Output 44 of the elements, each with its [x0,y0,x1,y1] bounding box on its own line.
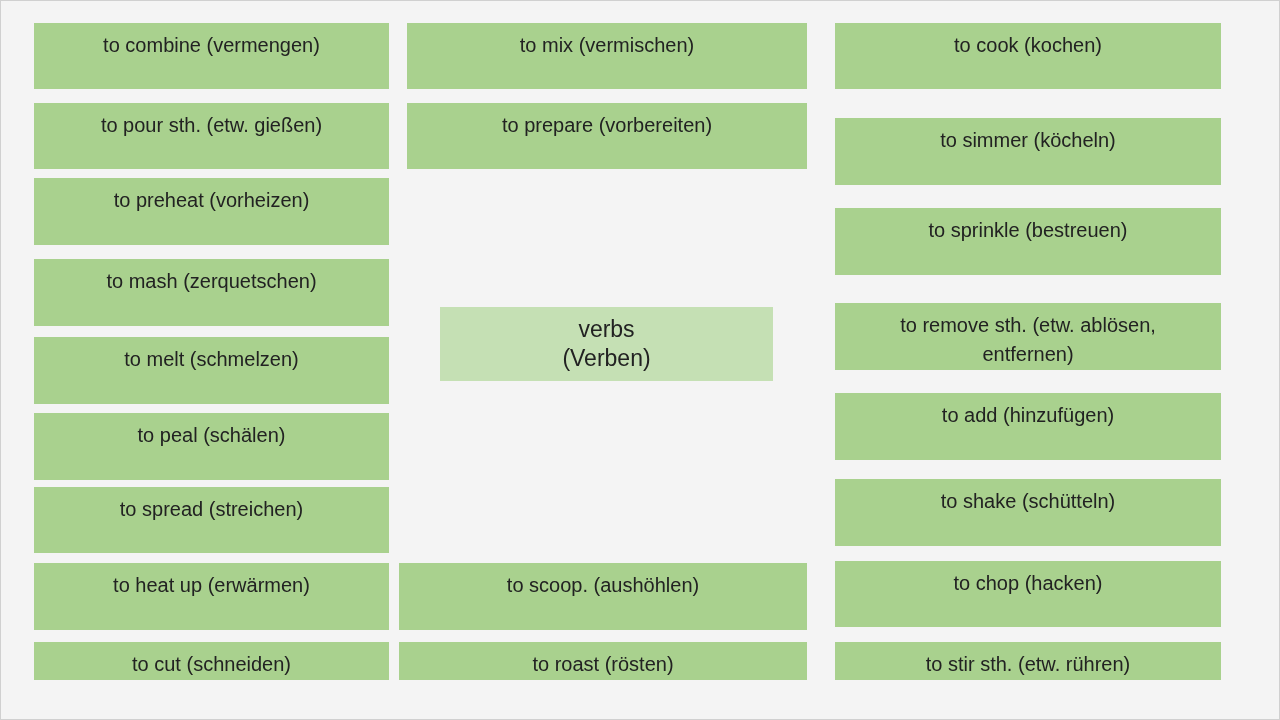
vocabulary-box [399,642,807,680]
vocabulary-text: to mash (zerquetschen) [106,269,317,294]
vocabulary-text: to scoop. (aushöhlen) [506,573,700,598]
vocabulary-text: to pour sth. (etw. gießen) [100,113,323,138]
vocabulary-text: to sprinkle (bestreuen) [928,218,1128,243]
vocabulary-text: to preheat (vorheizen) [113,188,310,213]
vocabulary-box [835,561,1221,627]
vocabulary-box [407,23,807,89]
vocabulary-text: to stir sth. (etw. rühren) [925,652,1131,677]
vocabulary-box [835,479,1221,546]
vocabulary-box [34,178,389,245]
vocabulary-box [34,103,389,169]
vocabulary-box [835,642,1221,680]
vocabulary-text: to prepare (vorbereiten) [501,113,713,138]
vocabulary-box [835,303,1221,370]
vocabulary-text: to simmer (köcheln) [940,128,1116,153]
vocabulary-box [835,208,1221,275]
vocabulary-text: verbs (Verben) [561,315,652,373]
vocabulary-box [34,642,389,680]
vocabulary-box [34,487,389,553]
vocabulary-text: to combine (vermengen) [103,33,320,58]
vocabulary-text: to remove sth. (etw. ablösen, entfernen) [899,313,1157,367]
vocabulary-text: to shake (schütteln) [940,489,1116,514]
vocabulary-text: to heat up (erwärmen) [113,573,310,598]
vocabulary-text: to spread (streichen) [119,497,304,522]
vocabulary-box [34,259,389,326]
vocabulary-text: to cook (kochen) [954,33,1102,58]
vocabulary-box [34,337,389,404]
vocabulary-box [407,103,807,169]
vocabulary-text: to chop (hacken) [953,571,1103,596]
vocabulary-box [835,23,1221,89]
vocabulary-box [34,563,389,630]
vocabulary-text: to cut (schneiden) [132,652,291,677]
vocabulary-text: to peal (schälen) [137,423,286,448]
vocabulary-box [399,563,807,630]
vocabulary-text: to roast (rösten) [532,652,674,677]
vocabulary-box [835,393,1221,460]
vocabulary-box [34,23,389,89]
vocabulary-text: to melt (schmelzen) [124,347,299,372]
vocabulary-box [835,118,1221,185]
title-box [440,307,773,381]
vocabulary-text: to add (hinzufügen) [941,403,1115,428]
vocabulary-text: to mix (vermischen) [519,33,695,58]
vocabulary-box [34,413,389,480]
